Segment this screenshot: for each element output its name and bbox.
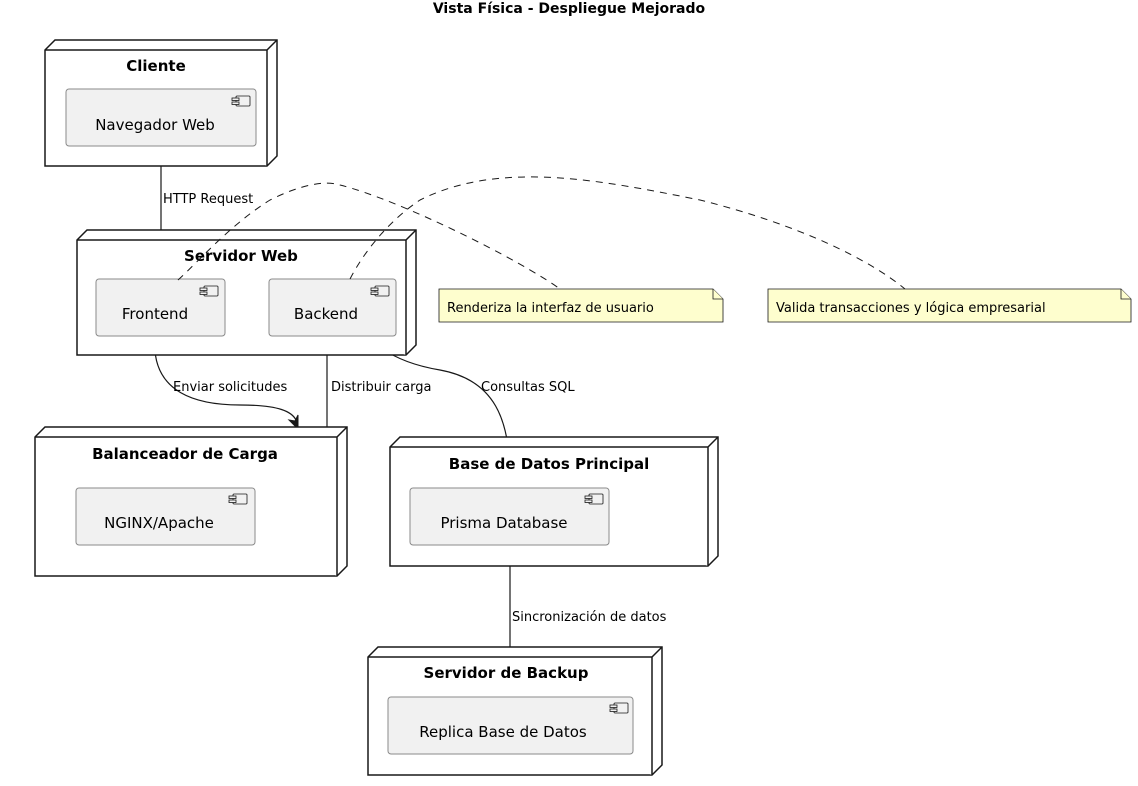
- edge-label-sincronizacion: Sincronización de datos: [512, 610, 667, 625]
- node-title-servidor-web: Servidor Web: [184, 247, 298, 265]
- node-title-balanceador: Balanceador de Carga: [92, 445, 278, 463]
- node-base-datos: Base de Datos Principal Prisma Database: [389, 436, 719, 567]
- component-label-backend: Backend: [294, 305, 358, 323]
- component-prisma-database[interactable]: Prisma Database: [409, 487, 610, 546]
- note-link-backend: [349, 176, 906, 290]
- node-balanceador: Balanceador de Carga NGINX/Apache: [34, 426, 348, 577]
- note-frontend: Renderiza la interfaz de usuario: [438, 288, 724, 323]
- component-label-nginx-apache: NGINX/Apache: [104, 514, 214, 532]
- edge-label-distribuir-carga: Distribuir carga: [331, 380, 431, 395]
- component-replica[interactable]: Replica Base de Datos: [387, 696, 634, 755]
- edge-label-enviar-solicitudes: Enviar solicitudes: [173, 380, 287, 395]
- note-text-backend: Valida transacciones y lógica empresaria…: [776, 301, 1046, 316]
- component-nginx-apache[interactable]: NGINX/Apache: [75, 487, 256, 546]
- note-backend: Valida transacciones y lógica empresaria…: [767, 288, 1132, 323]
- node-servidor-web: Servidor Web Frontend Backend: [76, 229, 417, 356]
- component-backend[interactable]: Backend: [268, 278, 397, 337]
- node-title-base-datos: Base de Datos Principal: [449, 455, 649, 473]
- note-link-frontend: [177, 182, 561, 290]
- component-label-replica: Replica Base de Datos: [419, 723, 587, 741]
- component-frontend[interactable]: Frontend: [95, 278, 226, 337]
- node-backup: Servidor de Backup Replica Base de Datos: [367, 646, 663, 776]
- component-label-frontend: Frontend: [122, 305, 188, 323]
- edge-label-http-request: HTTP Request: [163, 192, 253, 207]
- component-label-prisma-database: Prisma Database: [440, 514, 567, 532]
- note-text-frontend: Renderiza la interfaz de usuario: [447, 301, 654, 316]
- component-label-navegador-web: Navegador Web: [95, 116, 215, 134]
- node-title-backup: Servidor de Backup: [424, 664, 589, 682]
- edge-enviar-solicitudes: [154, 335, 297, 421]
- node-title-cliente: Cliente: [126, 57, 186, 75]
- diagram-title: Vista Física - Despliegue Mejorado: [433, 1, 706, 17]
- node-cliente: Cliente Navegador Web: [44, 39, 278, 167]
- edge-label-consultas-sql: Consultas SQL: [481, 380, 575, 395]
- arrowhead-enviar-solicitudes: [287, 414, 299, 431]
- component-navegador-web[interactable]: Navegador Web: [65, 88, 257, 147]
